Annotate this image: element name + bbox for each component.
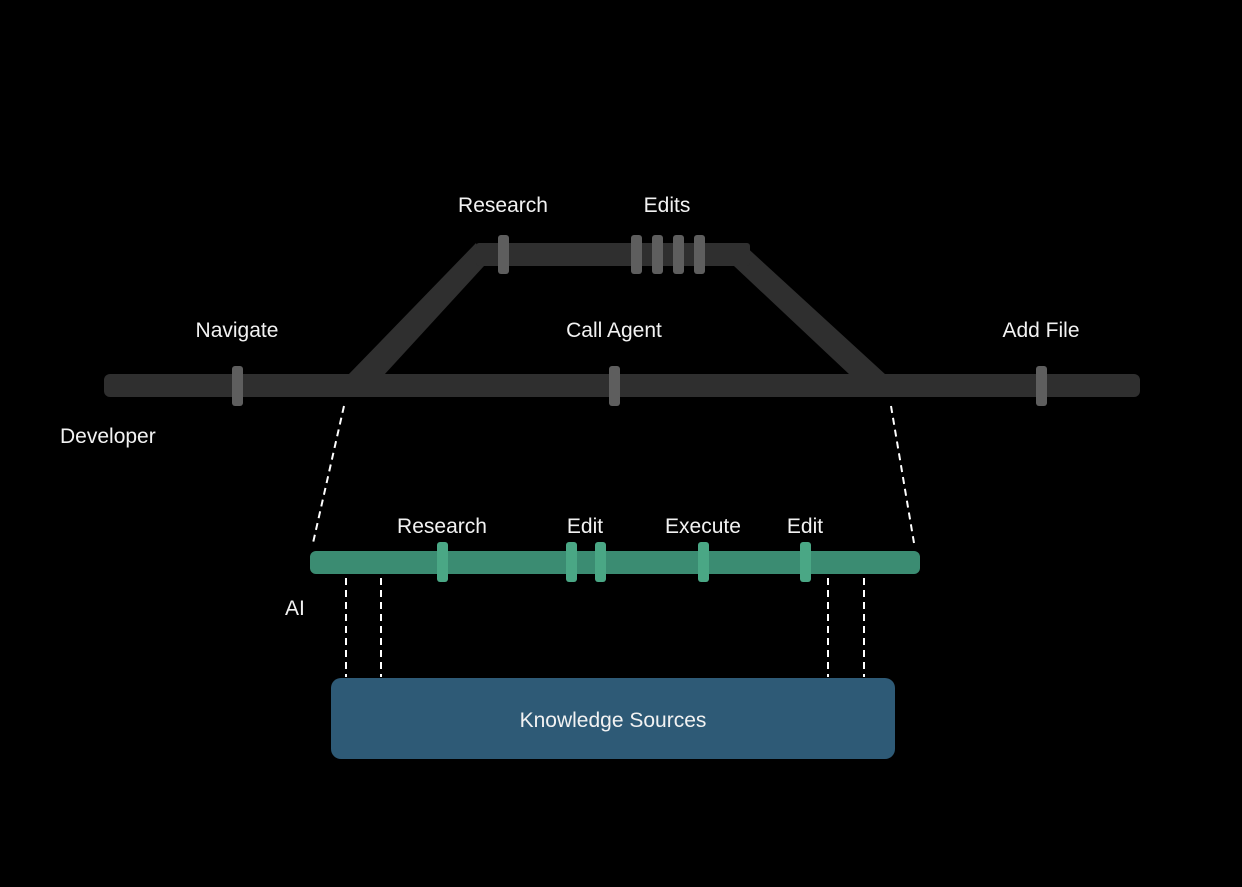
ai-label-edit-2: Edit (787, 515, 823, 538)
branch-marker-edit-4 (694, 235, 705, 274)
developer-marker-navigate (232, 366, 243, 406)
developer-track-bar (104, 374, 1140, 397)
developer-label-add-file: Add File (1002, 319, 1079, 342)
ai-label-execute: Execute (665, 515, 741, 538)
branch-track (348, 235, 886, 375)
knowledge-sources-label: Knowledge Sources (520, 709, 707, 732)
developer-marker-add-file (1036, 366, 1047, 406)
knowledge-sources: Knowledge Sources (331, 678, 895, 759)
developer-track (104, 366, 1140, 406)
ai-track-bar (310, 551, 920, 574)
branch-label-edits: Edits (644, 194, 691, 217)
ai-marker-edit-2 (595, 542, 606, 582)
zoom-line-left (312, 405, 345, 544)
branch-track-left-diagonal (348, 243, 484, 375)
branch-marker-edit-2 (652, 235, 663, 274)
developer-label-call-agent: Call Agent (566, 319, 662, 342)
developer-label-navigate: Navigate (196, 319, 279, 342)
ai-track-label: AI (285, 597, 305, 620)
ai-label-research: Research (397, 515, 487, 538)
branch-marker-edit-3 (673, 235, 684, 274)
ai-marker-execute (698, 542, 709, 582)
branch-marker-research (498, 235, 509, 274)
ai-marker-edit-1 (566, 542, 577, 582)
branch-marker-edit-1 (631, 235, 642, 274)
knowledge-sources-box (331, 678, 895, 759)
branch-track-bar (476, 243, 750, 266)
developer-marker-call-agent (609, 366, 620, 406)
ai-marker-research (437, 542, 448, 582)
zoom-line-right (890, 405, 915, 544)
ai-track (310, 542, 920, 582)
branch-track-right-diagonal (734, 243, 886, 375)
ai-label-edit-1: Edit (567, 515, 603, 538)
developer-track-label: Developer (60, 425, 156, 448)
ai-marker-edit-3 (800, 542, 811, 582)
knowledge-connectors (345, 578, 865, 677)
branch-label-research: Research (458, 194, 548, 217)
